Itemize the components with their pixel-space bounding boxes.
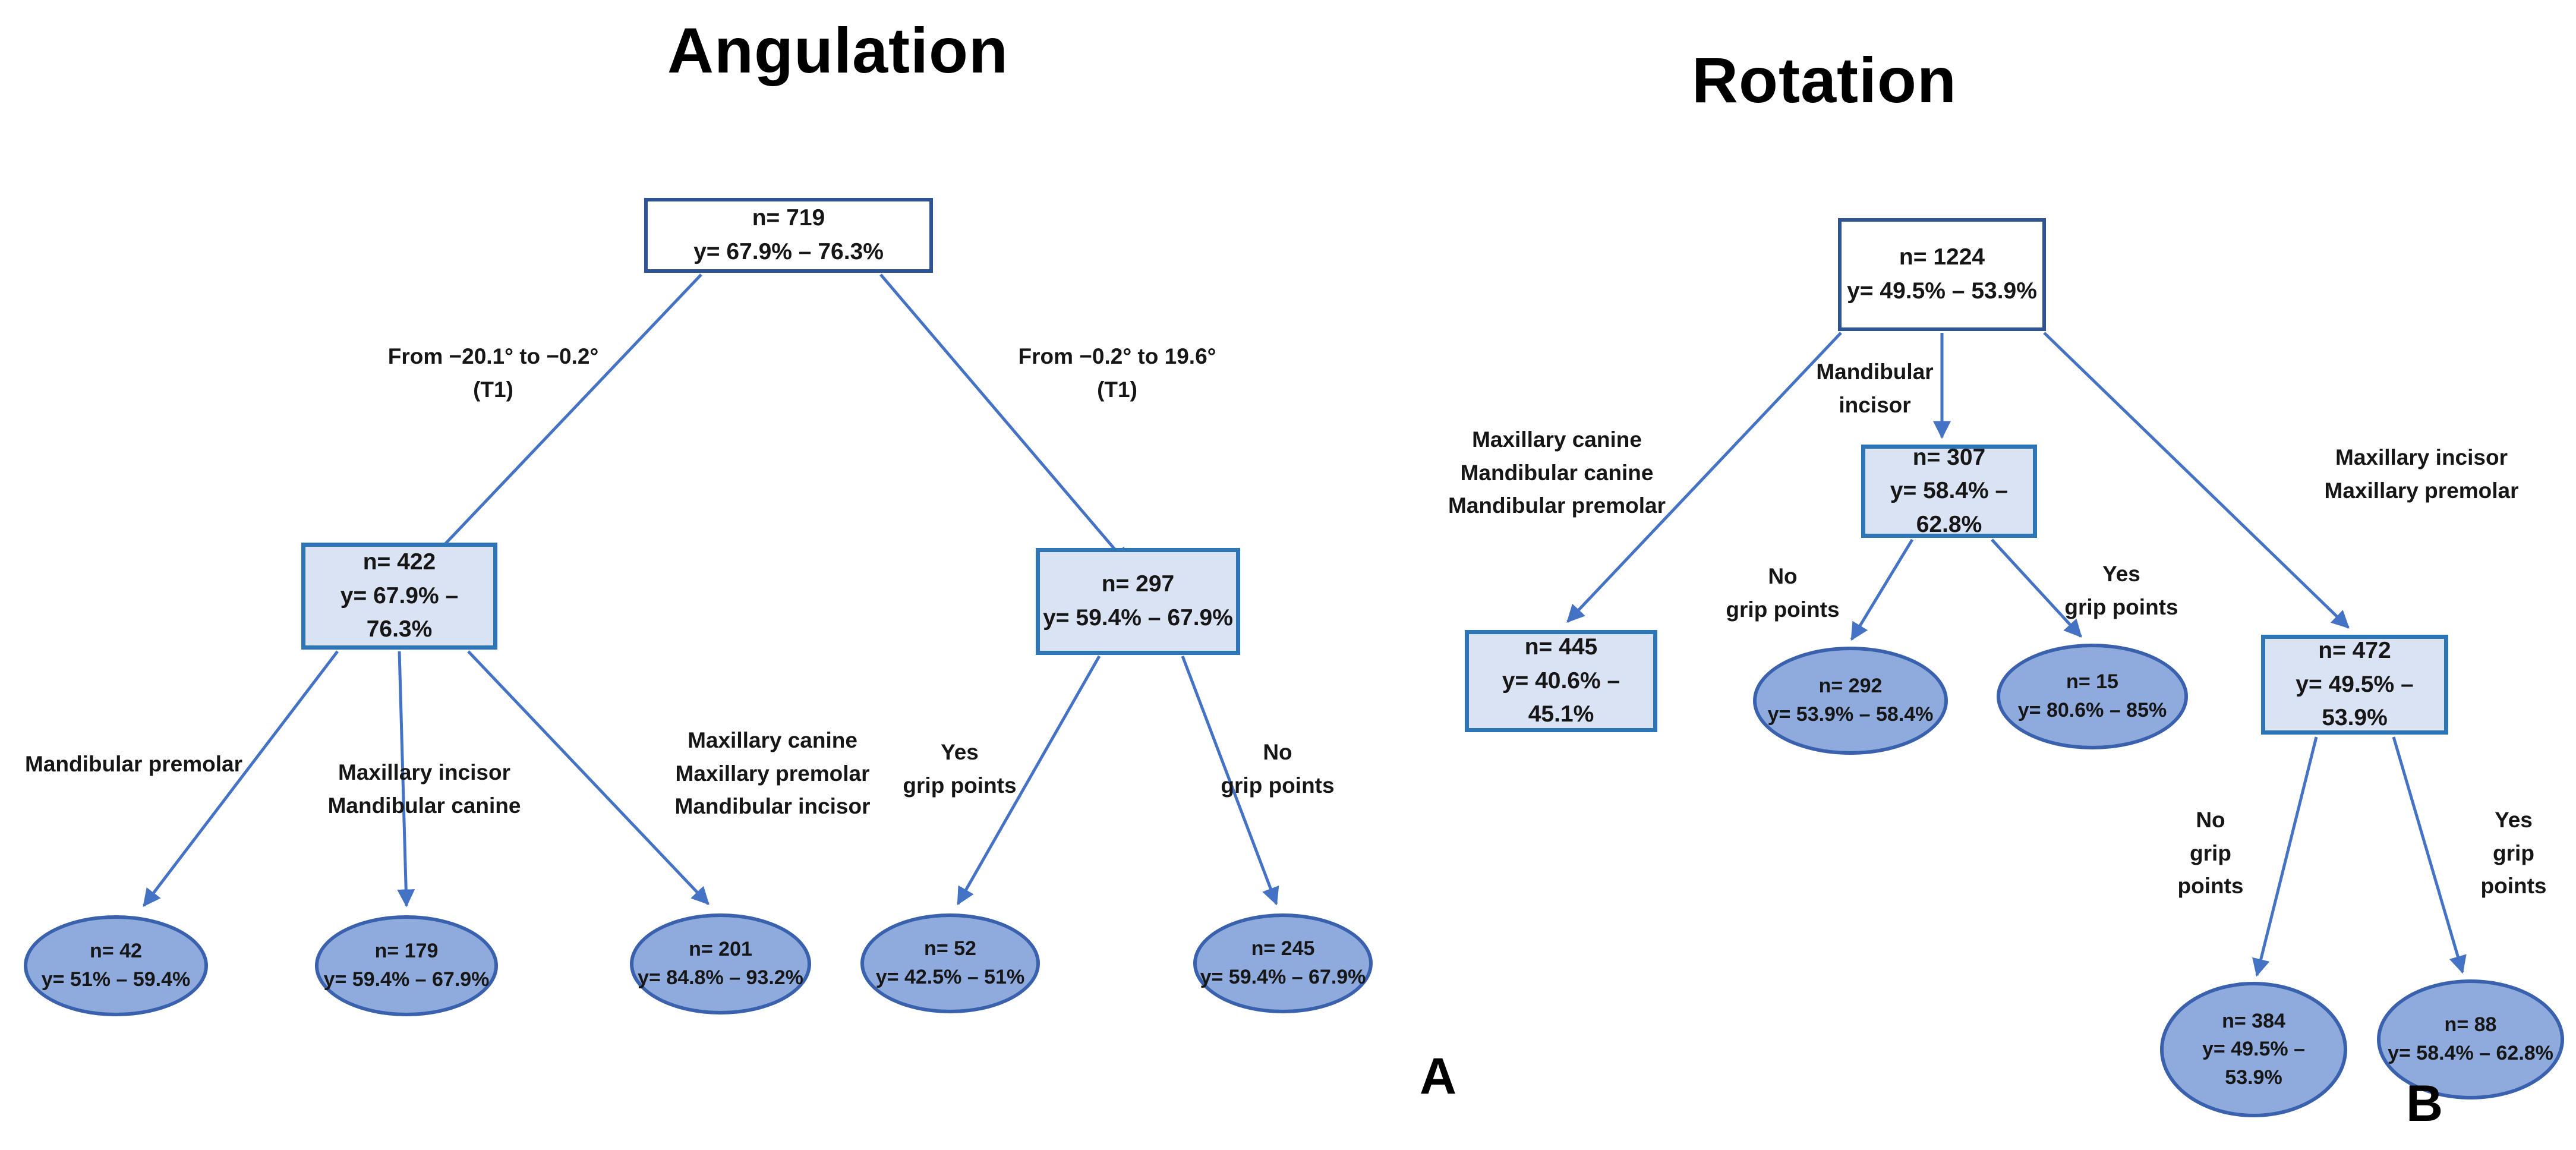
- rotation-title: Rotation: [1692, 44, 1957, 116]
- node-y-range: y= 59.4% – 67.9%: [323, 968, 490, 991]
- node-y-range: y= 49.5% – 53.9%: [1847, 278, 2037, 304]
- rotation-label-no-grip-mid: No grip points: [1726, 564, 1840, 622]
- rotation-leaf-15: n= 15 y= 80.6% – 85%: [1997, 644, 2188, 749]
- node-n-value: n= 52: [924, 937, 976, 960]
- node-y-range: y= 58.4% – 62.8%: [1890, 478, 2009, 537]
- rotation-node-307: n= 307 y= 58.4% – 62.8%: [1861, 445, 2037, 538]
- node-n-value: n= 307: [1912, 444, 1986, 470]
- node-y-range: y= 59.4% – 67.9%: [1200, 966, 1366, 988]
- node-n-value: n= 472: [2318, 638, 2391, 664]
- rotation-root-node: n= 1224 y= 49.5% – 53.9%: [1838, 218, 2046, 331]
- node-y-range: y= 58.4% – 62.8%: [2388, 1042, 2553, 1064]
- rotation-node-445: n= 445 y= 40.6% – 45.1%: [1465, 630, 1657, 732]
- node-n-value: n= 384: [2222, 1009, 2285, 1032]
- angulation-root-node: n= 719 y= 67.9% – 76.3%: [644, 198, 933, 273]
- node-n-value: n= 42: [90, 940, 142, 963]
- node-y-range: y= 59.4% – 67.9%: [1043, 605, 1233, 631]
- angulation-leaf-245: n= 245 y= 59.4% – 67.9%: [1193, 913, 1373, 1013]
- rotation-label-yes-grip-bottom: Yes grip points: [2480, 808, 2547, 898]
- node-n-value: n= 292: [1818, 675, 1883, 698]
- angulation-node-297: n= 297 y= 59.4% – 67.9%: [1036, 548, 1240, 655]
- panel-letter-a: A: [1419, 1048, 1457, 1105]
- node-y-range-cont: 53.9%: [2225, 1066, 2282, 1089]
- node-n-value: n= 445: [1524, 634, 1598, 660]
- rotation-leaf-384: n= 384 y= 49.5% – 53.9%: [2160, 982, 2347, 1117]
- panel-letter-b: B: [2405, 1075, 2443, 1132]
- node-n-value: n= 422: [362, 549, 436, 575]
- label-maxillary-incisor-mandibular-canine: Maxillary incisor Mandibular canine: [327, 760, 521, 818]
- label-maxillary-canine-premolar-mandibular-incisor: Maxillary canine Maxillary premolar Mand…: [674, 728, 871, 818]
- rotation-label-yes-grip-mid: Yes grip points: [2064, 562, 2178, 619]
- rotation-label-no-grip-bottom: No grip points: [2177, 808, 2244, 898]
- label-yes-grip-points: Yes grip points: [903, 740, 1017, 798]
- angulation-leaf-52: n= 52 y= 42.5% – 51%: [860, 913, 1040, 1013]
- rotation-branch-right-label: Maxillary incisor Maxillary premolar: [2324, 445, 2519, 503]
- rotation-leaf-292: n= 292 y= 53.9% – 58.4%: [1753, 647, 1948, 755]
- node-y-range: y= 53.9% – 58.4%: [1767, 703, 1934, 726]
- node-n-value: n= 201: [689, 938, 752, 961]
- node-y-range: y= 51% – 59.4%: [41, 968, 191, 991]
- node-n-value: n= 297: [1101, 571, 1175, 597]
- node-y-range: y= 84.8% – 93.2%: [638, 966, 803, 989]
- angulation-branch-right-label: From −0.2° to 19.6° (T1): [1018, 344, 1216, 402]
- node-n-value: n= 245: [1251, 937, 1315, 960]
- angulation-node-422: n= 422 y= 67.9% – 76.3%: [301, 543, 497, 650]
- angulation-title: Angulation: [667, 14, 1008, 86]
- angulation-leaf-201: n= 201 y= 84.8% – 93.2%: [630, 913, 811, 1014]
- node-n-value: n= 88: [2444, 1013, 2497, 1036]
- node-n-value: n= 15: [2066, 670, 2118, 694]
- angulation-leaf-179: n= 179 y= 59.4% – 67.9%: [315, 915, 498, 1016]
- node-n-value: n= 1224: [1899, 244, 1985, 270]
- rotation-node-472: n= 472 y= 49.5% – 53.9%: [2261, 635, 2448, 735]
- node-n-value: n= 719: [752, 205, 825, 231]
- rotation-branch-left-label: Maxillary canine Mandibular canine Mandi…: [1448, 427, 1666, 518]
- label-mandibular-premolar: Mandibular premolar: [25, 752, 242, 776]
- node-y-range: y= 40.6% – 45.1%: [1502, 667, 1620, 727]
- rotation-branch-mid-label: Mandibular incisor: [1816, 360, 1934, 417]
- node-y-range: y= 49.5% – 53.9%: [2296, 671, 2414, 731]
- rotation-leaf-88: n= 88 y= 58.4% – 62.8%: [2377, 979, 2564, 1099]
- angulation-branch-left-label: From −20.1° to −0.2° (T1): [387, 344, 599, 402]
- node-y-range: y= 42.5% – 51%: [875, 966, 1025, 988]
- node-y-range: y= 67.9% – 76.3%: [340, 582, 459, 642]
- node-y-range: y= 49.5% –: [2202, 1038, 2305, 1061]
- angulation-leaf-42: n= 42 y= 51% – 59.4%: [24, 915, 208, 1016]
- label-no-grip-points: No grip points: [1221, 740, 1335, 798]
- node-y-range: y= 67.9% – 76.3%: [693, 239, 884, 264]
- node-n-value: n= 179: [374, 940, 439, 963]
- node-y-range: y= 80.6% – 85%: [2017, 699, 2167, 721]
